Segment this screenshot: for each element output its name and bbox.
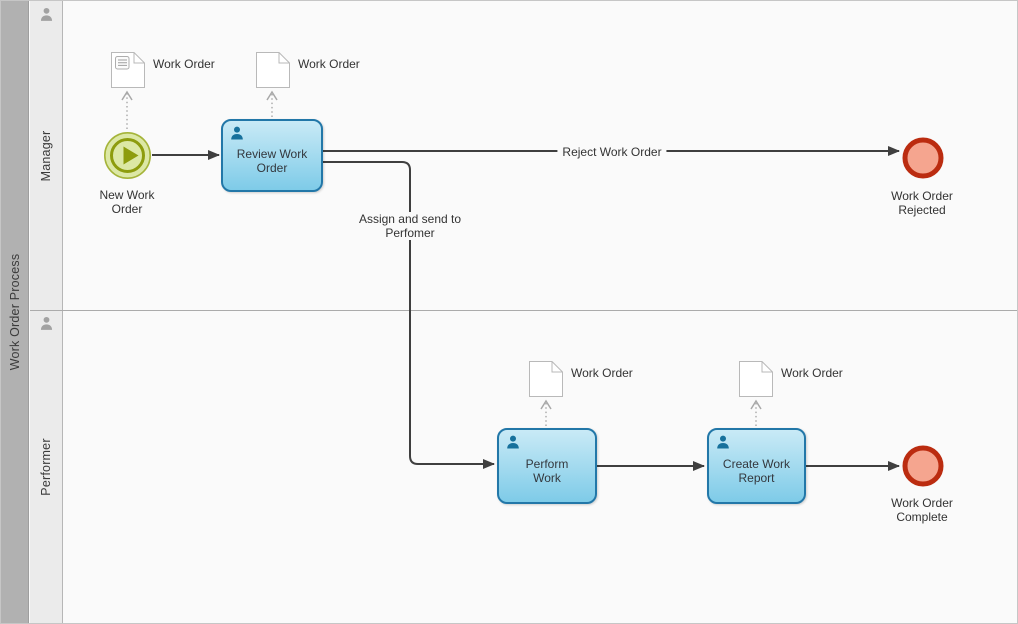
person-icon <box>40 7 53 21</box>
pool-header[interactable]: Work Order Process <box>1 1 29 623</box>
end-event-label: Work Order Complete <box>891 496 953 524</box>
task-create-work-report[interactable]: Create Work Report <box>707 428 806 504</box>
pool-title: Work Order Process <box>7 253 22 371</box>
user-icon <box>231 126 243 140</box>
task-label: Create Work Report <box>722 457 791 485</box>
document-label: Work Order <box>781 366 843 380</box>
task-perform-work[interactable]: Perform Work <box>497 428 597 504</box>
document-icon[interactable] <box>256 52 290 88</box>
task-review-work-order[interactable]: Review Work Order <box>221 119 323 192</box>
lane-header-performer[interactable]: Performer <box>30 311 63 623</box>
lane-title-performer: Performer <box>39 438 53 496</box>
lane-header-manager[interactable]: Manager <box>30 1 63 310</box>
start-event[interactable] <box>103 131 152 180</box>
lane-title-manager: Manager <box>39 130 53 181</box>
document-icon[interactable] <box>111 52 145 88</box>
document-label: Work Order <box>298 57 360 71</box>
user-icon <box>717 435 729 449</box>
task-label: Perform Work <box>525 457 569 485</box>
document-label: Work Order <box>571 366 633 380</box>
user-icon <box>507 435 519 449</box>
flow-label-reject: Reject Work Order <box>557 145 667 159</box>
person-icon <box>40 316 53 330</box>
flow-review-to-perform[interactable] <box>323 161 495 469</box>
end-event-rejected[interactable] <box>900 135 946 181</box>
flow-label-assign: Assign and send to Perfomer <box>350 212 470 240</box>
end-event-complete[interactable] <box>900 443 946 489</box>
document-icon[interactable] <box>739 361 773 397</box>
document-label: Work Order <box>153 57 215 71</box>
play-icon <box>123 146 139 165</box>
document-icon[interactable] <box>529 361 563 397</box>
task-label: Review Work Order <box>236 146 308 175</box>
lane-divider <box>30 310 1017 311</box>
end-event-label: Work Order Rejected <box>891 189 953 217</box>
start-event-label: New Work Order <box>99 188 155 216</box>
